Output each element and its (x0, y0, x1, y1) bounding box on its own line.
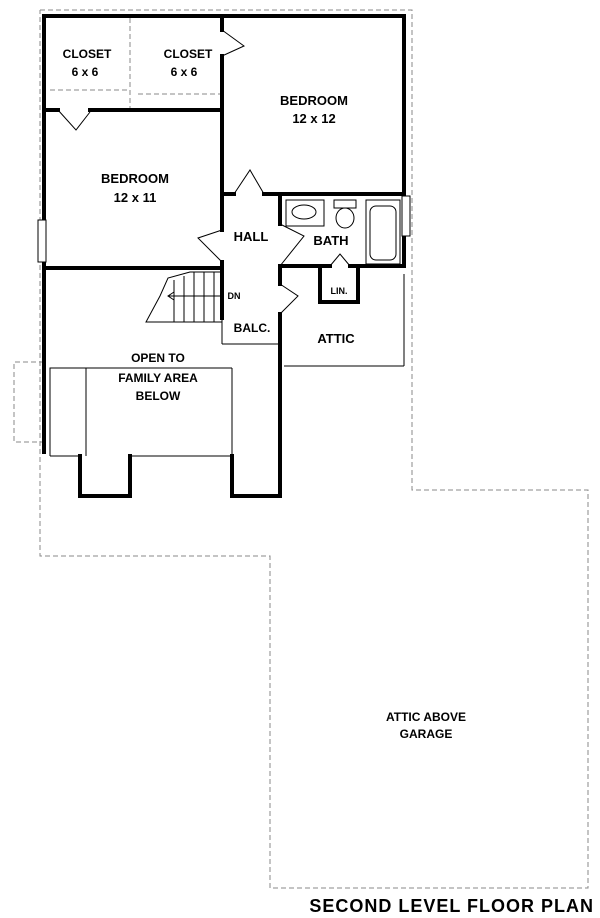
dashed-outlines (13, 9, 589, 889)
door-linen (329, 253, 351, 267)
dashed-outline-bay (13, 361, 44, 443)
room-labels: CLOSET 6 x 6 CLOSET 6 x 6 BEDROOM 12 x 1… (63, 47, 466, 741)
linen-label: LIN. (331, 286, 348, 296)
closet-left-size: 6 x 6 (72, 65, 99, 79)
toilet-icon (335, 207, 355, 229)
attic-garage-line-1: ATTIC ABOVE (386, 710, 466, 724)
stair (145, 271, 223, 323)
stair-outline (145, 271, 223, 323)
door-closet-left (57, 109, 91, 131)
door-bedroom-upper (233, 169, 265, 195)
plan-title: SECOND LEVEL FLOOR PLAN (309, 896, 594, 916)
stair-arrow-head (167, 291, 175, 301)
windows (37, 195, 411, 263)
sink-icon (291, 204, 317, 220)
bath-fixtures (285, 199, 401, 265)
open-area-line-1: OPEN TO (131, 351, 185, 365)
bathtub-inner (369, 205, 397, 261)
hall-label: HALL (234, 229, 269, 244)
thin-lines (49, 274, 405, 457)
bathtub-icon (365, 199, 401, 265)
bedroom-left-name: BEDROOM (101, 171, 169, 186)
bedroom-left-size: 12 x 11 (114, 190, 157, 205)
door-closet-right (221, 29, 245, 57)
bedroom-upper-name: BEDROOM (280, 93, 348, 108)
bay-wall-right (230, 454, 282, 498)
closet-left-name: CLOSET (63, 47, 112, 61)
door-bath (279, 223, 305, 267)
attic-label: ATTIC (317, 331, 355, 346)
open-area-line-2: FAMILY AREA (118, 371, 198, 385)
vanity (285, 199, 325, 227)
window-left-bedroom (37, 219, 47, 263)
bay-wall-left (78, 454, 132, 498)
window-bath (401, 195, 411, 237)
open-area-line-3: BELOW (136, 389, 181, 403)
balcony-label: BALC. (234, 321, 271, 335)
door-bedroom-left (197, 229, 223, 263)
toilet-tank (333, 199, 357, 209)
closet-right-name: CLOSET (164, 47, 213, 61)
dashed-outline-main (39, 9, 589, 889)
bath-label: BATH (313, 233, 348, 248)
attic-garage-line-2: GARAGE (400, 727, 453, 741)
closet-right-size: 6 x 6 (171, 65, 198, 79)
bedroom-upper-size: 12 x 12 (292, 111, 335, 126)
door-attic (279, 283, 299, 315)
stair-direction-label: DN (228, 291, 241, 301)
open-area-rail (49, 367, 87, 456)
walls (42, 14, 406, 498)
doors (57, 29, 351, 315)
